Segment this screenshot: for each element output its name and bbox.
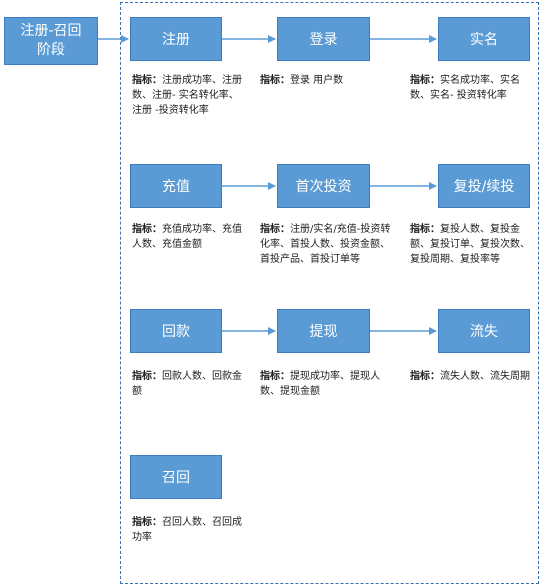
step-payback-metric: 指标：回款人数、回款金额 <box>132 371 242 397</box>
step-recharge-metric: 指标：充值成功率、充值人数、充值金额 <box>132 224 242 250</box>
step-realname-box: 实名 <box>438 17 530 61</box>
step-reinvest-box: 复投/续投 <box>438 164 530 208</box>
step-churn-box: 流失 <box>438 309 530 353</box>
step-login-metric: 指标：登录 用户数 <box>260 75 344 86</box>
flow-frame <box>120 2 539 584</box>
step-churn-metric: 指标：流失人数、流失周期 <box>410 371 530 382</box>
step-first-invest-metric: 指标：注册/实名/充值-投资转化率、首投人数、投资金额、首投产品、首投订单等 <box>260 224 391 265</box>
step-register-metric: 指标：注册成功率、注册数、注册- 实名转化率、注册 -投资转化率 <box>132 75 242 116</box>
stage-box: 注册-召回 阶段 <box>4 17 98 65</box>
step-reinvest-metric: 指标：复投人数、复投金额、复投订单、复投次数、复投周期、复投率等 <box>410 224 530 265</box>
step-payback-box: 回款 <box>130 309 222 353</box>
step-withdraw-metric: 指标：提现成功率、提现人数、提现金额 <box>260 371 380 397</box>
step-register-box: 注册 <box>130 17 222 61</box>
step-first-invest-box: 首次投资 <box>277 164 370 208</box>
step-realname-metric: 指标：实名成功率、实名数、实名- 投资转化率 <box>410 75 520 101</box>
step-withdraw-box: 提现 <box>277 309 370 353</box>
step-login-box: 登录 <box>277 17 370 61</box>
step-recall-box: 召回 <box>130 455 222 499</box>
step-recall-metric: 指标：召回人数、召回成功率 <box>132 517 242 543</box>
step-recharge-box: 充值 <box>130 164 222 208</box>
